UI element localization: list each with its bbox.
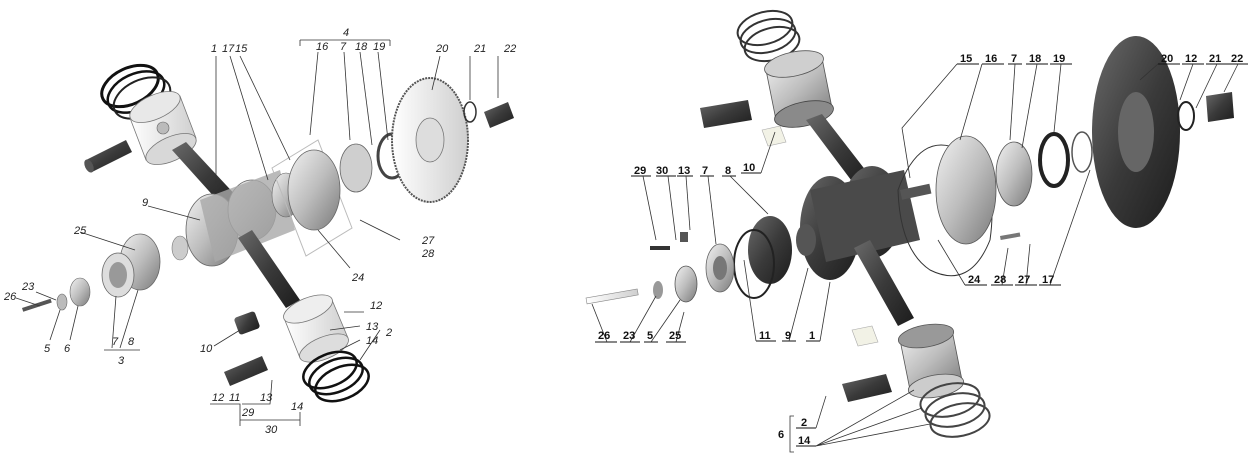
left-leader-lines: [15, 39, 499, 426]
right-callout-30: 30: [656, 165, 668, 177]
right-upper-piston-rings: [736, 9, 801, 63]
left-rear-parts: [271, 77, 514, 257]
right-callout-23: 23: [623, 330, 635, 342]
left-callout-9: 9: [142, 197, 148, 209]
left-callout-19: 19: [373, 41, 385, 53]
right-front-parts: [585, 216, 792, 305]
left-callout-20: 20: [435, 43, 449, 55]
right-lower-bushing: [851, 325, 879, 347]
right-callout-1: 1: [809, 330, 815, 342]
left-bushing: [234, 311, 260, 335]
left-callout-12-left: 12: [212, 392, 224, 404]
right-callout-15: 15: [960, 53, 972, 65]
right-callout-18: 18: [1029, 53, 1041, 65]
right-callout-25: 25: [669, 330, 681, 342]
left-callout-12-right: 12: [370, 300, 382, 312]
left-callout-8: 8: [128, 336, 135, 348]
left-callout-16: 16: [316, 41, 329, 53]
left-callout-7-top: 7: [340, 41, 347, 53]
right-callout-8: 8: [725, 165, 731, 177]
left-callout-2: 2: [385, 327, 392, 339]
left-callout-13-right: 13: [366, 321, 379, 333]
right-callout-22: 22: [1231, 53, 1243, 65]
left-callout-26: 26: [3, 291, 17, 303]
right-callout-5: 5: [647, 330, 653, 342]
right-callout-26: 26: [598, 330, 610, 342]
left-callout-3: 3: [118, 355, 125, 367]
left-callout-14-bottom: 14: [291, 401, 303, 413]
left-callout-5: 5: [44, 343, 51, 355]
right-callout-2: 2: [801, 417, 807, 429]
right-crankshaft: [796, 166, 932, 280]
left-diagram: 1 2 3 4 5 6 7 7 8 9 10 11 12 12 13 13 14…: [3, 27, 516, 436]
left-lower-piston: [283, 294, 349, 363]
left-callout-1: 1: [211, 43, 217, 55]
left-callout-29: 29: [241, 407, 254, 419]
right-upper-piston: [764, 50, 834, 128]
right-lower-piston-pin: [842, 374, 892, 402]
right-diagram: 1 2 5 6 7 7 8 9 10 11 12 13 14 15 16 17 …: [585, 9, 1248, 453]
right-lower-piston: [897, 323, 965, 399]
left-callout-17: 17: [222, 43, 235, 55]
left-callout-13-left: 13: [260, 392, 273, 404]
right-callout-9: 9: [785, 330, 791, 342]
right-callout-7-front: 7: [702, 165, 708, 177]
right-callout-19: 19: [1053, 53, 1065, 65]
left-callout-7: 7: [112, 336, 119, 348]
right-rear-parts: [897, 36, 1234, 277]
right-callout-12: 12: [1185, 53, 1197, 65]
right-callout-21: 21: [1209, 53, 1221, 65]
right-lower-piston-rings: [919, 382, 991, 438]
left-callout-10: 10: [200, 343, 213, 355]
left-callout-21: 21: [473, 43, 486, 55]
right-upper-connecting-rod: [806, 114, 870, 184]
left-upper-piston: [129, 91, 197, 165]
left-callout-15: 15: [235, 43, 248, 55]
right-callout-24: 24: [968, 274, 981, 286]
left-callout-28: 28: [421, 248, 435, 260]
left-callout-24: 24: [351, 272, 364, 284]
left-callout-25: 25: [73, 225, 87, 237]
right-callout-14: 14: [798, 435, 811, 447]
right-callout-16: 16: [985, 53, 997, 65]
left-lower-connecting-rod: [238, 230, 300, 308]
right-callout-13: 13: [678, 165, 690, 177]
right-callout-29: 29: [634, 165, 646, 177]
right-callout-27: 27: [1018, 274, 1030, 286]
left-callout-18: 18: [355, 41, 368, 53]
left-callout-6: 6: [64, 343, 71, 355]
left-lower-piston-pin: [224, 356, 268, 386]
right-callout-28: 28: [994, 274, 1006, 286]
left-upper-piston-pin: [84, 140, 132, 173]
left-front-parts: [22, 233, 161, 312]
right-callout-10: 10: [743, 162, 755, 174]
left-callout-23: 23: [21, 281, 35, 293]
left-callout-30: 30: [265, 424, 278, 436]
right-callout-11: 11: [759, 330, 771, 342]
left-callout-27: 27: [421, 235, 435, 247]
left-callout-22: 22: [503, 43, 516, 55]
left-lower-piston-rings: [302, 350, 370, 403]
right-callout-6: 6: [778, 429, 784, 441]
right-lower-connecting-rod: [854, 240, 914, 326]
left-callout-11: 11: [229, 392, 240, 404]
right-callout-20: 20: [1161, 53, 1173, 65]
right-leader-lines: [591, 63, 1248, 453]
right-upper-piston-pin: [700, 100, 752, 128]
right-callout-17: 17: [1042, 274, 1054, 286]
left-callout-14-right: 14: [366, 335, 378, 347]
right-callout-7-rear: 7: [1011, 53, 1017, 65]
left-callout-4: 4: [343, 27, 349, 39]
